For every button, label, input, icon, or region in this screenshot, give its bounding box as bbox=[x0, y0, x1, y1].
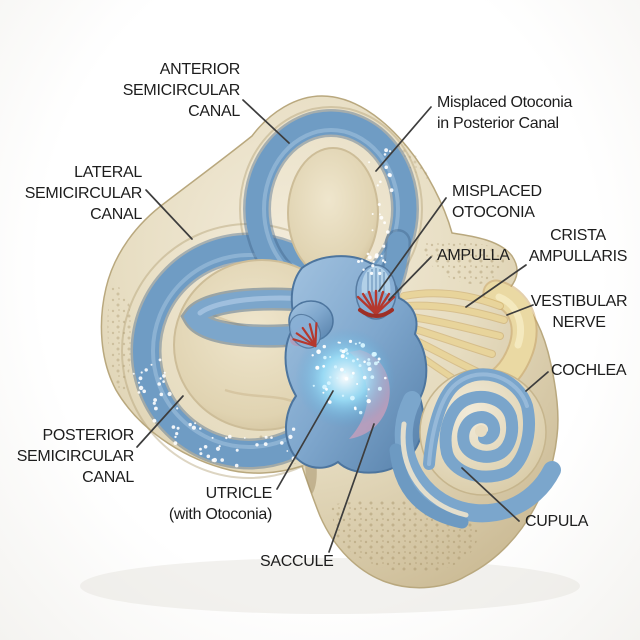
label-crista-ampullaris: CRISTA AMPULLARIS bbox=[528, 227, 628, 265]
leader-lateral-canal bbox=[145, 189, 193, 240]
leader-misplaced-otoconia-posterior bbox=[375, 106, 432, 172]
leader-misplaced-otoconia bbox=[378, 197, 447, 292]
leader-anterior-canal bbox=[242, 99, 290, 144]
label-misplaced-otoconia-posterior: Misplaced Otoconia in Posterior Canal bbox=[437, 94, 573, 132]
ampulla-shape bbox=[355, 264, 397, 320]
leader-posterior-canal bbox=[136, 395, 184, 448]
label-vestibular-nerve: VESTIBULAR NERVE bbox=[530, 293, 628, 331]
label-anterior-semicircular-canal: ANTERIOR SEMICIRCULAR CANAL bbox=[122, 61, 241, 120]
crista-left-shape bbox=[288, 313, 322, 349]
leader-ampulla bbox=[388, 256, 432, 301]
cochlea-spiral bbox=[389, 368, 561, 529]
leader-saccule bbox=[328, 423, 375, 553]
label-lateral-semicircular-canal: LATERAL SEMICIRCULAR CANAL bbox=[24, 164, 143, 223]
label-misplaced-otoconia: MISPLACED OTOCONIA bbox=[452, 183, 542, 221]
crista-ampullaris-shape bbox=[356, 289, 396, 316]
leader-cupula bbox=[461, 467, 520, 522]
label-utricle: UTRICLE (with Otoconia) bbox=[168, 485, 272, 523]
leader-lines bbox=[136, 99, 549, 553]
label-posterior-semicircular-canal: POSTERIOR SEMICIRCULAR CANAL bbox=[16, 427, 135, 486]
label-ampulla: AMPULLA bbox=[437, 247, 510, 264]
leader-cochlea bbox=[525, 371, 549, 392]
leader-vestibular-nerve bbox=[506, 304, 534, 316]
label-saccule: SACCULE bbox=[260, 553, 334, 570]
label-cupula: CUPULA bbox=[525, 513, 589, 530]
leader-utricle bbox=[276, 390, 334, 490]
otoconia-dots bbox=[132, 148, 394, 468]
leader-crista-ampullaris bbox=[465, 264, 527, 308]
label-cochlea: COCHLEA bbox=[551, 362, 627, 379]
